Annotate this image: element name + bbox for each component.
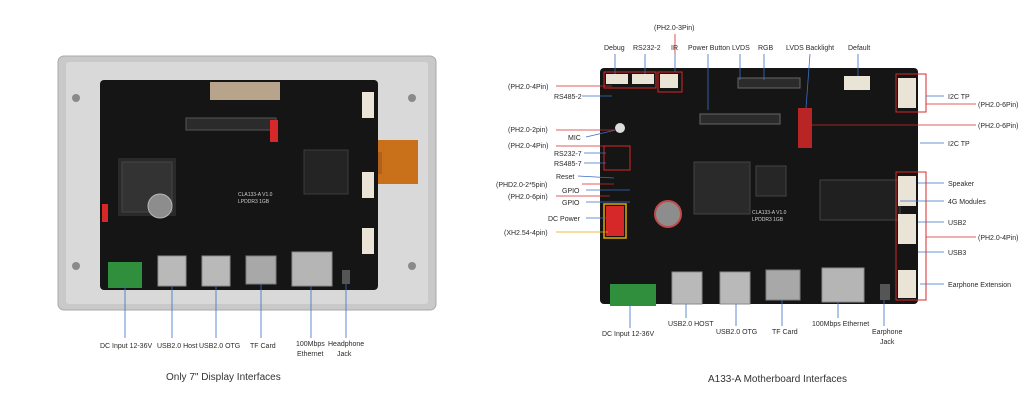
label-r-earphone-2: Jack xyxy=(880,339,895,346)
label-ph20-3pin: (PH2.0-3Pin) xyxy=(654,25,694,32)
label-power-button: Power Button xyxy=(688,45,730,52)
label-reset: Reset xyxy=(556,174,574,181)
label-r-earphone-1: Earphone xyxy=(872,329,902,336)
label-usb3: USB3 xyxy=(948,250,966,257)
left-label-headphone-1: Headphone xyxy=(328,341,364,348)
label-rs232-2: RS232-2 xyxy=(633,45,661,52)
right-silkscreen-2: LPDDR3 1GB xyxy=(752,217,784,223)
right-silkscreen-1: CLA133-A V1.0 xyxy=(752,210,787,216)
right-board-photo: CLA133-A V1.0 LPDDR3 1GB xyxy=(600,68,927,306)
left-silkscreen-1: CLA133-A V1.0 xyxy=(238,192,273,198)
left-label-tf-card: TF Card xyxy=(250,343,276,350)
label-ph20-4pin: (PH2.0-4Pin) xyxy=(978,235,1018,242)
left-label-headphone-2: Jack xyxy=(337,351,352,358)
label-earphone-extension: Earphone Extension xyxy=(948,282,1011,289)
label-rs232-7: RS232-7 xyxy=(554,151,582,158)
label-ph20-6pin: (PH2.0-6pin) xyxy=(508,194,548,201)
label-speaker: Speaker xyxy=(948,181,975,188)
left-label-usb-host: USB2.0 Host xyxy=(157,343,198,350)
label-ph20-4pin-a: (PH2.0-4Pin) xyxy=(508,84,548,91)
label-i2c-tp-b: I2C TP xyxy=(948,141,970,148)
label-default: Default xyxy=(848,45,870,52)
right-caption: A133-A Motherboard Interfaces xyxy=(708,374,847,385)
label-gpio-a: GPIO xyxy=(562,188,580,195)
label-debug: Debug xyxy=(604,45,625,52)
label-r-ethernet: 100Mbps Ethernet xyxy=(812,321,869,328)
right-red-callout-lines xyxy=(556,34,976,238)
label-xh254-4pin: (XH2.54-4pin) xyxy=(504,230,548,237)
label-ph20-2pin: (PH2.0-2pin) xyxy=(508,127,548,134)
label-rs485-2: RS485-2 xyxy=(554,94,582,101)
left-silkscreen-2: LPDDR3 1GB xyxy=(238,199,270,205)
label-mic: MIC xyxy=(568,135,581,142)
left-label-dc-input: DC Input 12-36V xyxy=(100,343,152,350)
label-i2c-tp-a: I2C TP xyxy=(948,94,970,101)
label-4g-modules: 4G Modules xyxy=(948,199,986,206)
label-r-usb-host: USB2.0 HOST xyxy=(668,321,714,328)
left-callout-lines xyxy=(124,284,347,338)
label-rs485-7: RS485-7 xyxy=(554,161,582,168)
label-ph20-4pin-b: (PH2.0-4Pin) xyxy=(508,143,548,150)
left-label-usb-otg: USB2.0 OTG xyxy=(199,343,240,350)
left-display-photo: CLA133-A V1.0 LPDDR3 1GB xyxy=(57,55,437,311)
label-gpio-b: GPIO xyxy=(562,200,580,207)
label-ir: IR xyxy=(671,45,678,52)
label-phd20-2x5pin: (PHD2.0-2*5pin) xyxy=(496,182,547,189)
left-label-ethernet-2: Ethernet xyxy=(297,351,324,358)
label-ph20-6pin-a: (PH2.0-6Pin) xyxy=(978,102,1018,109)
label-r-dc-input: DC Input 12-36V xyxy=(602,331,654,338)
label-rgb: RGB xyxy=(758,45,774,52)
label-ph20-6pin-b: (PH2.0-6Pin) xyxy=(978,123,1018,130)
label-r-tf-card: TF Card xyxy=(772,329,798,336)
label-lvds-backlight: LVDS Backlight xyxy=(786,45,834,52)
label-dc-power: DC Power xyxy=(548,216,581,223)
label-r-usb-otg: USB2.0 OTG xyxy=(716,329,757,336)
right-callout-lines xyxy=(577,53,944,328)
left-caption: Only 7" Display Interfaces xyxy=(166,372,281,383)
label-lvds: LVDS xyxy=(732,45,750,52)
left-label-ethernet-1: 100Mbps xyxy=(296,341,325,348)
label-usb2: USB2 xyxy=(948,220,966,227)
